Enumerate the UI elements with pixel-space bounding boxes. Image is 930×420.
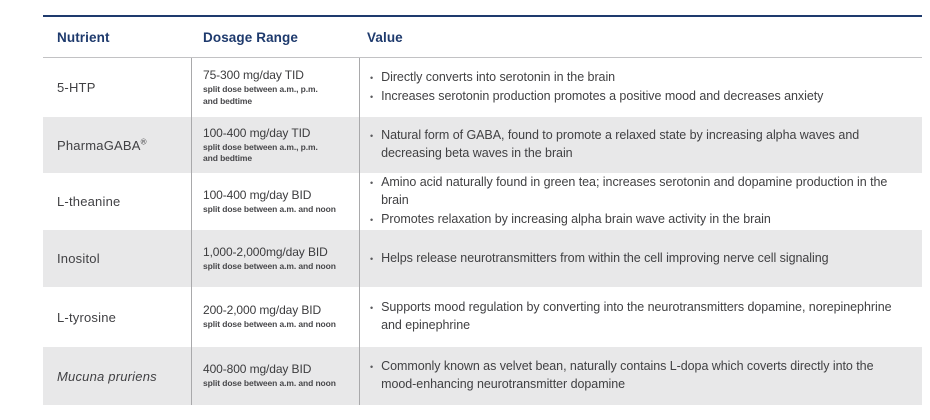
value-bullet: Supports mood regulation by converting i…	[367, 299, 910, 335]
table-header-row: Nutrient Dosage Range Value	[43, 17, 922, 58]
value-cell: Amino acid naturally found in green tea;…	[360, 173, 922, 230]
dosage-range: 75-300 mg/day TID	[203, 68, 304, 83]
dosage-range: 100-400 mg/day TID	[203, 125, 311, 140]
bullet-icon	[370, 179, 373, 188]
nutrient-label: L-tyrosine	[57, 309, 117, 325]
value-bullet: Promotes relaxation by increasing alpha …	[367, 211, 910, 229]
nutrient-label: PharmaGABA	[57, 137, 141, 153]
nutrient-cell: 5-HTP	[43, 58, 192, 117]
column-header-value: Value	[367, 29, 403, 45]
dosage-cell: 200-2,000 mg/day BID split dose between …	[192, 287, 360, 347]
dosage-range: 1,000-2,000mg/day BID	[203, 244, 328, 259]
dosage-note: split dose between a.m. and noon	[203, 203, 336, 214]
table-row: L-tyrosine 200-2,000 mg/day BID split do…	[43, 287, 922, 347]
dosage-note: split dose between a.m. and noon	[203, 260, 336, 271]
dosage-cell: 1,000-2,000mg/day BID split dose between…	[192, 230, 360, 287]
value-text: Amino acid naturally found in green tea;…	[381, 175, 888, 208]
nutrient-cell: Mucuna pruriens	[43, 347, 192, 405]
value-cell: Natural form of GABA, found to promote a…	[360, 117, 922, 173]
value-text: Commonly known as velvet bean, naturally…	[381, 359, 874, 391]
value-bullet: Increases serotonin production promotes …	[367, 88, 910, 106]
nutrient-cell: Inositol	[43, 230, 192, 287]
dosage-note: split dose between a.m., p.m. and bedtim…	[203, 84, 318, 106]
dosage-note: split dose between a.m., p.m. and bedtim…	[203, 141, 318, 163]
dosage-range: 100-400 mg/day BID	[203, 187, 312, 202]
nutrient-name: PharmaGABA®	[57, 138, 191, 153]
value-cell: Supports mood regulation by converting i…	[360, 287, 922, 347]
value-bullet: Commonly known as velvet bean, naturally…	[367, 358, 910, 394]
dosage-note: split dose between a.m. and noon	[203, 319, 336, 330]
table-row: L-theanine 100-400 mg/day BID split dose…	[43, 173, 922, 230]
bullet-icon	[370, 363, 373, 372]
value-text: Increases serotonin production promotes …	[381, 89, 824, 103]
nutrient-label: Inositol	[57, 251, 100, 266]
bullet-icon	[370, 304, 373, 313]
column-header-nutrient: Nutrient	[57, 29, 110, 45]
dosage-cell: 75-300 mg/day TID split dose between a.m…	[192, 58, 360, 117]
table-body: 5-HTP 75-300 mg/day TID split dose betwe…	[43, 58, 922, 405]
value-bullet: Directly converts into serotonin in the …	[367, 69, 910, 87]
table-row: 5-HTP 75-300 mg/day TID split dose betwe…	[43, 58, 922, 117]
nutrient-name: L-theanine	[57, 194, 191, 209]
nutrient-name: Inositol	[57, 251, 191, 266]
dosage-range: 200-2,000 mg/day BID	[203, 303, 322, 318]
nutrient-cell: L-theanine	[43, 173, 192, 230]
dosage-cell: 400-800 mg/day BID split dose between a.…	[192, 347, 360, 405]
value-text: Helps release neurotransmitters from wit…	[381, 250, 829, 265]
value-text: Promotes relaxation by increasing alpha …	[381, 211, 771, 226]
nutrient-cell: L-tyrosine	[43, 287, 192, 347]
nutrient-label: 5-HTP	[57, 80, 96, 95]
table-row: PharmaGABA® 100-400 mg/day TID split dos…	[43, 117, 922, 173]
value-text: Directly converts into serotonin in the …	[381, 70, 616, 85]
dosage-range: 400-800 mg/day BID	[203, 362, 312, 377]
dosage-note: split dose between a.m. and noon	[203, 378, 336, 389]
nutrient-name: L-tyrosine	[57, 310, 191, 325]
nutrient-dosage-table: Nutrient Dosage Range Value 5-HTP 75-300…	[43, 15, 922, 405]
value-text: Natural form of GABA, found to promote a…	[381, 128, 860, 160]
table-row: Mucuna pruriens 400-800 mg/day BID split…	[43, 347, 922, 405]
bullet-icon	[370, 93, 373, 102]
column-header-dosage-range: Dosage Range	[203, 29, 298, 45]
bullet-icon	[370, 216, 373, 225]
bullet-icon	[370, 74, 373, 83]
nutrient-cell: PharmaGABA®	[43, 117, 192, 173]
value-cell: Directly converts into serotonin in the …	[360, 58, 922, 117]
value-bullet: Amino acid naturally found in green tea;…	[367, 174, 910, 210]
trademark-symbol: ®	[140, 137, 147, 147]
bullet-icon	[370, 132, 373, 141]
dosage-cell: 100-400 mg/day TID split dose between a.…	[192, 117, 360, 173]
nutrient-name: 5-HTP	[57, 80, 191, 95]
dosage-cell: 100-400 mg/day BID split dose between a.…	[192, 173, 360, 230]
value-cell: Helps release neurotransmitters from wit…	[360, 230, 922, 287]
table-row: Inositol 1,000-2,000mg/day BID split dos…	[43, 230, 922, 287]
value-bullet: Natural form of GABA, found to promote a…	[367, 127, 910, 163]
nutrient-label: Mucuna pruriens	[57, 368, 157, 384]
value-cell: Commonly known as velvet bean, naturally…	[360, 347, 922, 405]
nutrient-label: L-theanine	[57, 194, 121, 209]
value-bullet: Helps release neurotransmitters from wit…	[367, 250, 910, 268]
value-text: Supports mood regulation by converting i…	[381, 300, 892, 332]
nutrient-name: Mucuna pruriens	[57, 369, 191, 384]
bullet-icon	[370, 255, 373, 264]
